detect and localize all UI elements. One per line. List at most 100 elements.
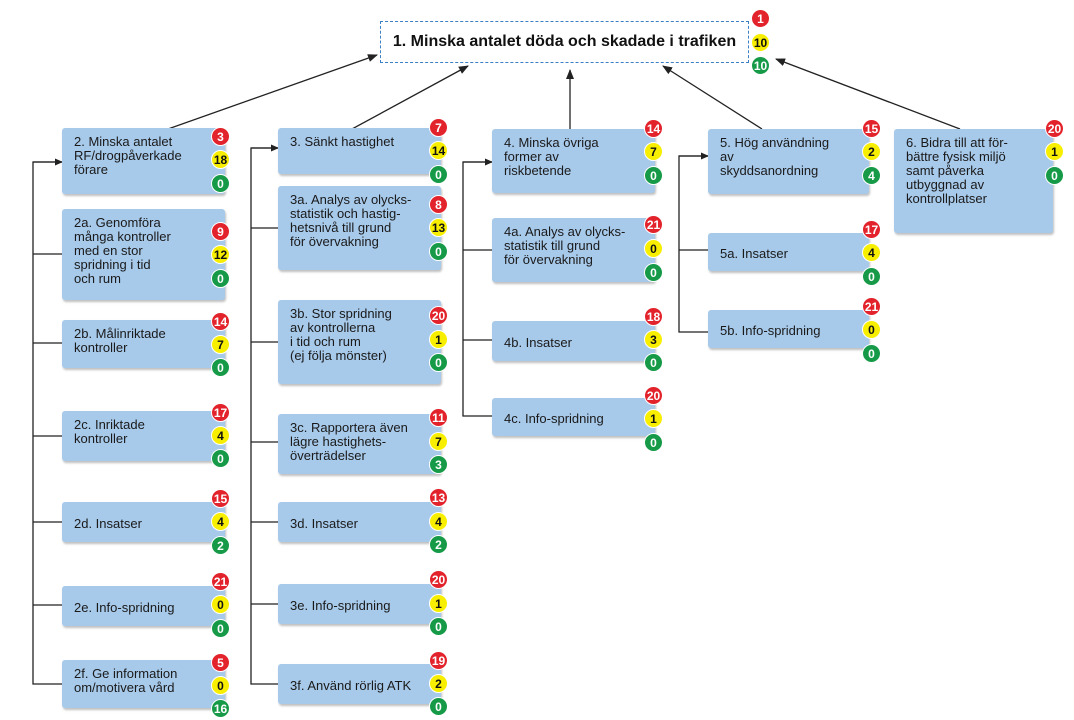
node-4b-badge-green: 0 [644,353,663,372]
node-4b-label: 4b. Insatser [504,334,572,350]
node-2-label: 2. Minska antalet RF/drogpåverkade förar… [74,134,182,177]
node-2d-badge-green: 2 [211,536,230,555]
node-5-badge-green: 4 [862,166,881,185]
node-4c-badge-green: 0 [644,433,663,452]
node-2c-badge-red: 17 [211,403,230,422]
node-2b-label: 2b. Målinriktade kontroller [74,326,166,355]
node-6-label: 6. Bidra till att för- bättre fysisk mil… [906,135,1008,206]
bracket-col2 [32,161,62,685]
node-3c-badge-green: 3 [429,455,448,474]
node-3a: 3a. Analys av olycks- statistik och hast… [278,186,441,270]
node-3-badge-red: 7 [429,118,448,137]
node-2a-badge-red: 9 [211,222,230,241]
goal-badge-yellow: 10 [751,33,770,52]
node-3a-label: 3a. Analys av olycks- statistik och hast… [290,192,412,249]
node-2a-badge-green: 0 [211,269,230,288]
node-6: 6. Bidra till att för- bättre fysisk mil… [894,129,1053,233]
node-2f-label: 2f. Ge information om/motivera vård [74,666,178,695]
node-2b-badge-green: 0 [211,358,230,377]
node-3e: 3e. Info-spridning [278,584,441,624]
node-3-label: 3. Sänkt hastighet [290,134,395,149]
node-3e-label: 3e. Info-spridning [290,597,391,613]
node-2-badge-green: 0 [211,174,230,193]
goal-box: 1. Minska antalet döda och skadade i tra… [380,21,749,63]
node-2d: 2d. Insatser [62,502,225,542]
node-3d: 3d. Insatser [278,502,441,542]
node-5a: 5a. Insatser [708,233,869,271]
node-2d-label: 2d. Insatser [74,515,142,531]
node-3b-label: 3b. Stor spridning av kontrollerna i tid… [290,306,392,363]
node-6-badge-yellow: 1 [1045,142,1064,161]
node-5a-badge-red: 17 [862,220,881,239]
node-2b: 2b. Målinriktade kontroller [62,320,225,368]
node-3e-badge-green: 0 [429,617,448,636]
node-2c-badge-yellow: 4 [211,426,230,445]
node-2c-label: 2c. Inriktade kontroller [74,417,145,446]
node-2f-badge-yellow: 0 [211,676,230,695]
node-3e-badge-red: 20 [429,570,448,589]
arrow-2-to-goal [167,54,378,130]
node-2-badge-red: 3 [211,127,230,146]
node-5a-badge-yellow: 4 [862,243,881,262]
node-3b: 3b. Stor spridning av kontrollerna i tid… [278,300,441,384]
goal-badge-red: 1 [751,9,770,28]
node-3-badge-green: 0 [429,165,448,184]
node-3a-badge-green: 0 [429,242,448,261]
node-3d-badge-yellow: 4 [429,512,448,531]
node-5: 5. Hög användning av skyddsanordning [708,129,869,194]
node-3d-badge-green: 2 [429,535,448,554]
node-2e-label: 2e. Info-spridning [74,599,175,615]
node-2d-badge-yellow: 4 [211,512,230,531]
node-5b-badge-red: 21 [862,297,881,316]
node-2a: 2a. Genomföra många kontroller med en st… [62,209,225,300]
node-2f-badge-green: 16 [211,699,230,718]
goal-badge-green: 10 [751,56,770,75]
arrow-5-to-goal [662,65,763,130]
node-2c-badge-green: 0 [211,449,230,468]
node-4c-label: 4c. Info-spridning [504,410,604,426]
node-3a-badge-red: 8 [429,195,448,214]
node-6-badge-red: 20 [1045,119,1064,138]
node-5b-badge-green: 0 [862,344,881,363]
node-2e-badge-yellow: 0 [211,595,230,614]
node-3: 3. Sänkt hastighet [278,128,441,174]
node-3b-badge-red: 20 [429,306,448,325]
node-4a-badge-yellow: 0 [644,239,663,258]
node-5-label: 5. Hög användning av skyddsanordning [720,135,830,178]
node-4c: 4c. Info-spridning [492,398,655,436]
node-5b-label: 5b. Info-spridning [720,322,821,338]
node-2f: 2f. Ge information om/motivera vård [62,660,225,708]
node-3f-badge-green: 0 [429,697,448,716]
node-3c-label: 3c. Rapportera även lägre hastighets- öv… [290,420,408,463]
node-4b-badge-red: 18 [644,307,663,326]
arrow-3-to-goal [351,65,469,130]
node-3f-badge-red: 19 [429,651,448,670]
node-3c: 3c. Rapportera även lägre hastighets- öv… [278,414,441,474]
bracket-col3 [250,147,278,685]
node-3f-badge-yellow: 2 [429,674,448,693]
node-2: 2. Minska antalet RF/drogpåverkade förar… [62,128,225,194]
node-5b: 5b. Info-spridning [708,310,869,348]
node-3c-badge-red: 11 [429,408,448,427]
node-4b-badge-yellow: 3 [644,330,663,349]
node-5b-badge-yellow: 0 [862,320,881,339]
goal-label: 1. Minska antalet döda och skadade i tra… [392,33,737,50]
node-3c-badge-yellow: 7 [429,432,448,451]
node-5a-label: 5a. Insatser [720,245,788,261]
node-4-badge-green: 0 [644,166,663,185]
node-4a: 4a. Analys av olycks- statistik till gru… [492,218,655,282]
node-4-label: 4. Minska övriga former av riskbetende [504,135,599,178]
bracket-col4 [462,161,492,417]
node-2f-badge-red: 5 [211,653,230,672]
node-4-badge-red: 14 [644,119,663,138]
node-3-badge-yellow: 14 [429,141,448,160]
node-3b-badge-green: 0 [429,353,448,372]
node-2b-badge-red: 14 [211,312,230,331]
node-4a-label: 4a. Analys av olycks- statistik till gru… [504,224,626,267]
node-3a-badge-yellow: 13 [429,218,448,237]
node-5a-badge-green: 0 [862,267,881,286]
node-4a-badge-red: 21 [644,215,663,234]
node-3d-label: 3d. Insatser [290,515,358,531]
node-2e-badge-red: 21 [211,572,230,591]
